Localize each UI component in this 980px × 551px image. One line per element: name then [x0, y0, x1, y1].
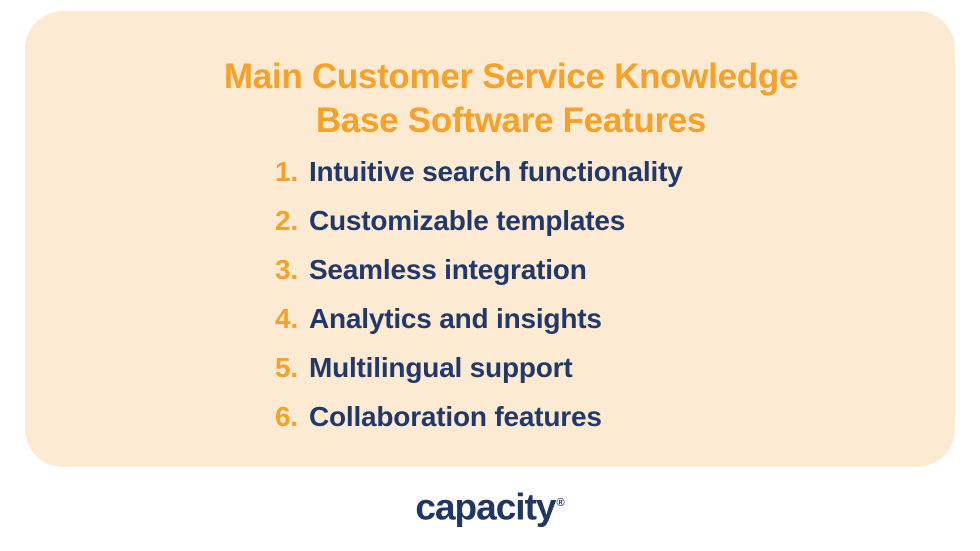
- list-item-3: 3. Seamless integration: [275, 256, 683, 284]
- list-item-2: 2. Customizable templates: [275, 207, 683, 235]
- item-label: Intuitive search functionality: [308, 156, 683, 187]
- item-label: Multilingual support: [308, 352, 573, 383]
- item-number: 6.: [275, 401, 298, 432]
- title-line-2: Base Software Features: [315, 101, 707, 140]
- item-number: 2.: [275, 205, 298, 236]
- item-number: 1.: [275, 156, 298, 187]
- item-label: Seamless integration: [308, 254, 587, 285]
- feature-card: Main Customer Service Knowledge Base Sof…: [25, 11, 955, 467]
- list-item-5: 5. Multilingual support: [275, 354, 683, 382]
- item-number: 4.: [275, 303, 298, 334]
- title-line-1: Main Customer Service Knowledge: [223, 57, 799, 96]
- feature-list: 1. Intuitive search functionality 2. Cus…: [275, 158, 683, 452]
- list-item-4: 4. Analytics and insights: [275, 305, 683, 333]
- item-label: Customizable templates: [308, 205, 626, 236]
- item-number: 5.: [275, 352, 298, 383]
- registered-trademark: ®: [556, 497, 565, 509]
- logo-text: capacity: [415, 486, 556, 528]
- item-number: 3.: [275, 254, 298, 285]
- list-item-6: 6. Collaboration features: [275, 403, 683, 431]
- footer: capacity®: [0, 484, 980, 526]
- capacity-logo: capacity®: [415, 484, 564, 526]
- page-title: Main Customer Service Knowledge Base Sof…: [25, 55, 955, 143]
- item-label: Collaboration features: [308, 401, 602, 432]
- list-item-1: 1. Intuitive search functionality: [275, 158, 683, 186]
- item-label: Analytics and insights: [308, 303, 602, 334]
